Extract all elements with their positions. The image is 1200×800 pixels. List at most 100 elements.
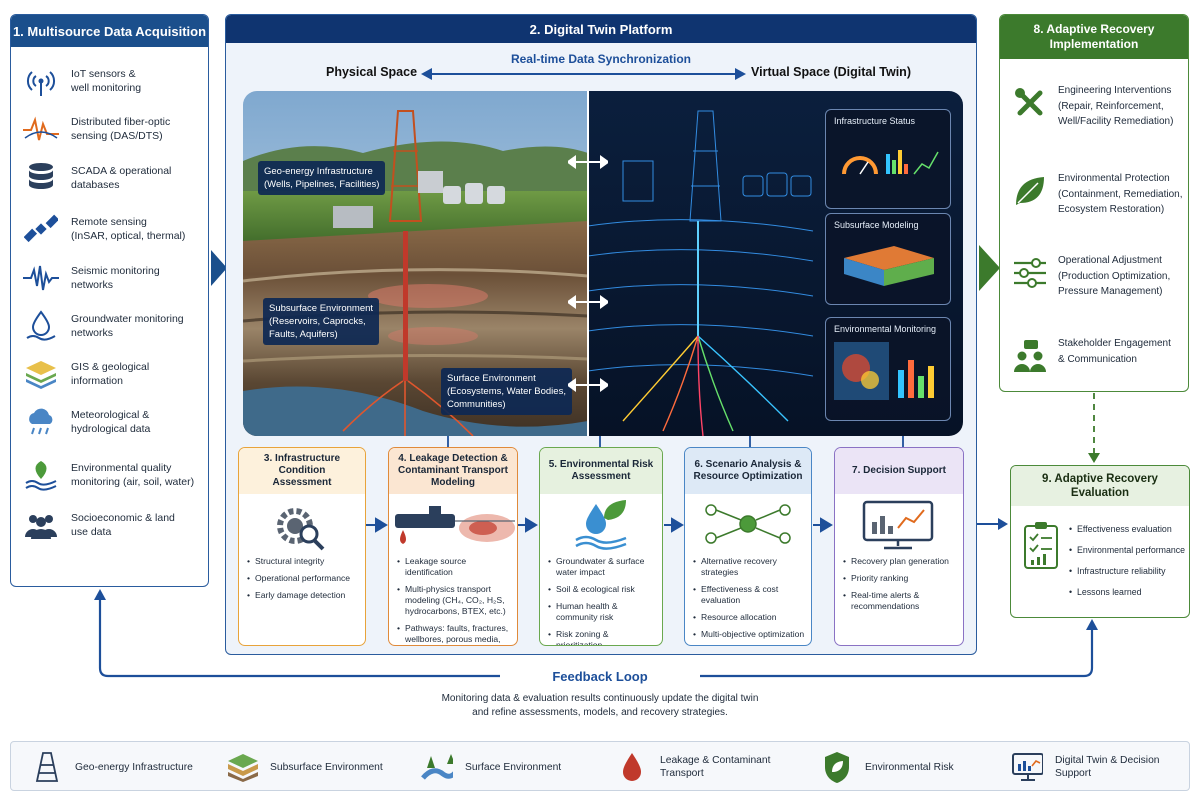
legend-label: Geo-energy Infrastructure <box>75 761 193 773</box>
step-bullets: Groundwater & surface water impactSoil &… <box>548 556 656 645</box>
step-bullet: Multi-physics transport modeling (CH₄, C… <box>397 584 511 617</box>
legend-item: Geo-energy Infrastructure <box>31 742 193 792</box>
step-bullets: Structural integrityOperational performa… <box>247 556 359 607</box>
step-bullet: Recovery plan generation <box>843 556 957 567</box>
recovery-action-label: Stakeholder Engagement& Communication <box>1058 338 1171 365</box>
rain-cloud-icon <box>21 403 61 441</box>
data-source-item: Remote sensing(InSAR, optical, thermal) <box>21 207 206 251</box>
physical-virtual-scene: Geo-energy Infrastructure (Wells, Pipeli… <box>243 91 963 436</box>
feedback-loop-title: Feedback Loop <box>552 669 648 684</box>
step-bullet: Effectiveness & cost evaluation <box>693 584 805 606</box>
link-arrows <box>568 155 608 392</box>
leaf-water-icon <box>21 456 61 494</box>
evaluation-list: Effectiveness evaluationEnvironmental pe… <box>1069 524 1185 608</box>
checklist-icon <box>1024 522 1058 569</box>
pipeline-leak-icon <box>395 506 515 544</box>
step-bullet: Real-time alerts & recommendations <box>843 590 957 612</box>
step-title: 7. Decision Support <box>835 448 963 494</box>
step-bullets: Recovery plan generationPriority ranking… <box>843 556 957 618</box>
evaluation-item: Lessons learned <box>1069 587 1185 598</box>
network-optimization-icon <box>705 504 791 544</box>
panel-digital-twin: 2. Digital Twin Platform Physical Space … <box>225 14 977 655</box>
step-bullet: Pathways: faults, fractures, wellbores, … <box>397 623 511 645</box>
step-title: 4. Leakage Detection &Contaminant Transp… <box>389 448 517 494</box>
fiber-signal-icon <box>21 110 61 148</box>
shield-leaf-icon <box>821 751 853 783</box>
overlay-infrastructure: Geo-energy Infrastructure (Wells, Pipeli… <box>258 161 386 195</box>
process-step-4: 4. Leakage Detection &Contaminant Transp… <box>388 447 518 646</box>
recovery-action-label: Engineering Interventions(Repair, Reinfo… <box>1058 85 1174 127</box>
stakeholders-icon <box>1010 336 1050 376</box>
step-bullets: Leakage source identificationMulti-physi… <box>397 556 511 645</box>
card-infrastructure-status: Infrastructure Status <box>825 109 951 209</box>
data-source-label: IoT sensors &well monitoring <box>71 68 142 94</box>
step-bullet: Soil & ecological risk <box>548 584 656 595</box>
step-bullet: Early damage detection <box>247 590 359 601</box>
dashboard-monitor-icon <box>862 500 934 550</box>
feedback-loop-line <box>700 628 1094 678</box>
evaluation-item: Environmental performance <box>1069 545 1185 556</box>
step-illustration <box>389 498 517 552</box>
recovery-action-item: Engineering Interventions(Repair, Reinfo… <box>1010 83 1188 130</box>
virtual-space-label: Virtual Space (Digital Twin) <box>751 65 911 79</box>
step-bullet: Groundwater & surface water impact <box>548 556 656 578</box>
flow-arrow-2-to-8 <box>979 245 1000 291</box>
step-bullet: Risk zoning & prioritization <box>548 629 656 645</box>
recovery-action-item: Stakeholder Engagement& Communication <box>1010 336 1188 376</box>
process-step-3: 3. Infrastructure ConditionAssessmentStr… <box>238 447 366 646</box>
leaf-icon <box>1010 171 1050 211</box>
step-illustration <box>685 498 811 552</box>
gear-magnifier-icon <box>277 508 325 551</box>
process-step-7: 7. Decision SupportRecovery plan generat… <box>834 447 964 646</box>
process-step-5: 5. Environmental RiskAssessmentGroundwat… <box>539 447 663 646</box>
sync-arrow <box>421 68 746 80</box>
step-bullet: Human health & community risk <box>548 601 656 623</box>
data-source-item: Meteorological &hydrological data <box>21 400 206 444</box>
data-source-label: Meteorological &hydrological data <box>71 409 151 435</box>
step-arrows <box>366 517 833 533</box>
feedback-loop-description: Monitoring data & evaluation results con… <box>441 693 759 718</box>
legend-item: Subsurface Environment <box>226 742 383 792</box>
step-bullet: Priority ranking <box>843 573 957 584</box>
step-title: 6. Scenario Analysis &Resource Optimizat… <box>685 448 811 494</box>
legend-item: Environmental Risk <box>821 742 954 792</box>
evaluation-item: Effectiveness evaluation <box>1069 524 1185 535</box>
data-source-label: Remote sensing(InSAR, optical, thermal) <box>71 216 186 242</box>
process-step-6: 6. Scenario Analysis &Resource Optimizat… <box>684 447 812 646</box>
card-environmental-monitoring: Environmental Monitoring <box>825 317 951 421</box>
river-icon <box>421 751 453 783</box>
step-bullet: Resource allocation <box>693 612 805 623</box>
step-illustration <box>239 498 365 552</box>
step-bullets: Alternative recovery strategiesEffective… <box>693 556 805 645</box>
strata-icon <box>226 751 258 783</box>
panel-title: 2. Digital Twin Platform <box>226 15 976 43</box>
gis-layers-icon <box>21 355 61 393</box>
tools-icon <box>1010 83 1050 123</box>
card-subsurface-modeling: Subsurface Modeling <box>825 213 951 305</box>
people-icon <box>21 506 61 544</box>
sync-label: Real-time Data Synchronization <box>510 52 692 66</box>
antenna-icon <box>21 62 61 100</box>
overlay-subsurface: Subsurface Environment (Reservoirs, Capr… <box>263 298 380 345</box>
step-illustration <box>835 498 963 552</box>
satellite-icon <box>21 210 61 248</box>
derrick-icon <box>31 751 63 783</box>
